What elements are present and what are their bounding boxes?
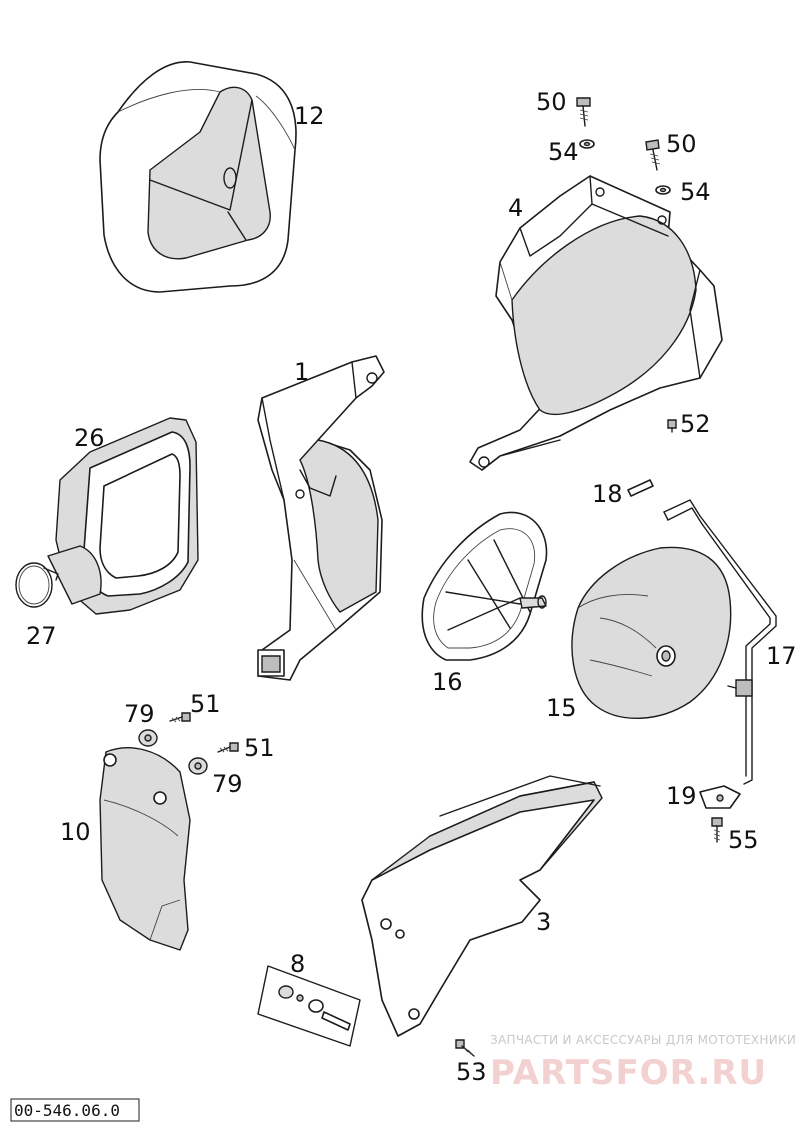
callout-50-right: 50 xyxy=(666,130,697,158)
callout-51-bottom: 51 xyxy=(244,734,275,762)
part-4-air-box-housing[interactable] xyxy=(469,175,723,471)
callout-15: 15 xyxy=(546,694,577,722)
callout-17: 17 xyxy=(766,642,797,670)
part-10-left-side-cover[interactable] xyxy=(99,747,191,951)
screw-51-bottom[interactable] xyxy=(217,742,239,753)
callout-4: 4 xyxy=(508,194,523,222)
drawing-number: 00-546.06.0 xyxy=(14,1101,120,1120)
screw-50-right[interactable] xyxy=(645,139,661,171)
callout-79-bottom: 79 xyxy=(212,770,243,798)
grommet-79-top[interactable] xyxy=(138,729,158,747)
part-19-bracket[interactable] xyxy=(699,785,741,809)
washer-54-right[interactable] xyxy=(655,185,671,195)
callout-1: 1 xyxy=(294,358,309,386)
callout-19: 19 xyxy=(666,782,697,810)
part-15-air-filter[interactable] xyxy=(571,546,732,720)
callout-55: 55 xyxy=(728,826,759,854)
screw-55[interactable] xyxy=(711,817,723,843)
part-3-right-side-cover[interactable] xyxy=(361,775,603,1037)
drawing-number-box xyxy=(10,1098,140,1122)
screw-53[interactable] xyxy=(455,1039,475,1057)
callout-12: 12 xyxy=(294,102,325,130)
callout-3: 3 xyxy=(536,908,551,936)
callout-54-left: 54 xyxy=(548,138,579,166)
part-8-mounting-kit[interactable] xyxy=(257,965,361,1047)
part-27-hose-clamp[interactable] xyxy=(15,562,59,608)
watermark-logo: PARTSFOR.RU xyxy=(490,1053,767,1093)
part-18-pin[interactable] xyxy=(627,479,654,497)
watermark-caption: ЗАПЧАСТИ И АКСЕССУАРЫ ДЛЯ МОТОТЕХНИКИ xyxy=(490,1033,796,1047)
callout-8: 8 xyxy=(290,950,305,978)
screw-52[interactable] xyxy=(667,419,677,433)
callout-26: 26 xyxy=(74,424,105,452)
callout-16: 16 xyxy=(432,668,463,696)
callout-54-right: 54 xyxy=(680,178,711,206)
callout-18: 18 xyxy=(592,480,623,508)
callout-27: 27 xyxy=(26,622,57,650)
part-12-air-box-cover[interactable] xyxy=(99,61,297,293)
callout-51-top: 51 xyxy=(190,690,221,718)
callout-79-top: 79 xyxy=(124,700,155,728)
part-17-filter-holder[interactable] xyxy=(663,499,777,785)
callout-52: 52 xyxy=(680,410,711,438)
part-16-filter-cage[interactable] xyxy=(421,511,548,661)
screw-50-left[interactable] xyxy=(576,97,591,127)
screw-51-top[interactable] xyxy=(169,712,191,723)
callout-10: 10 xyxy=(60,818,91,846)
callout-53: 53 xyxy=(456,1058,487,1086)
washer-54-left[interactable] xyxy=(579,139,595,149)
part-1-air-box-frame[interactable] xyxy=(257,355,385,681)
callout-50-left: 50 xyxy=(536,88,567,116)
part-26-intake-boot[interactable] xyxy=(47,417,199,615)
grommet-79-bottom[interactable] xyxy=(188,757,208,775)
